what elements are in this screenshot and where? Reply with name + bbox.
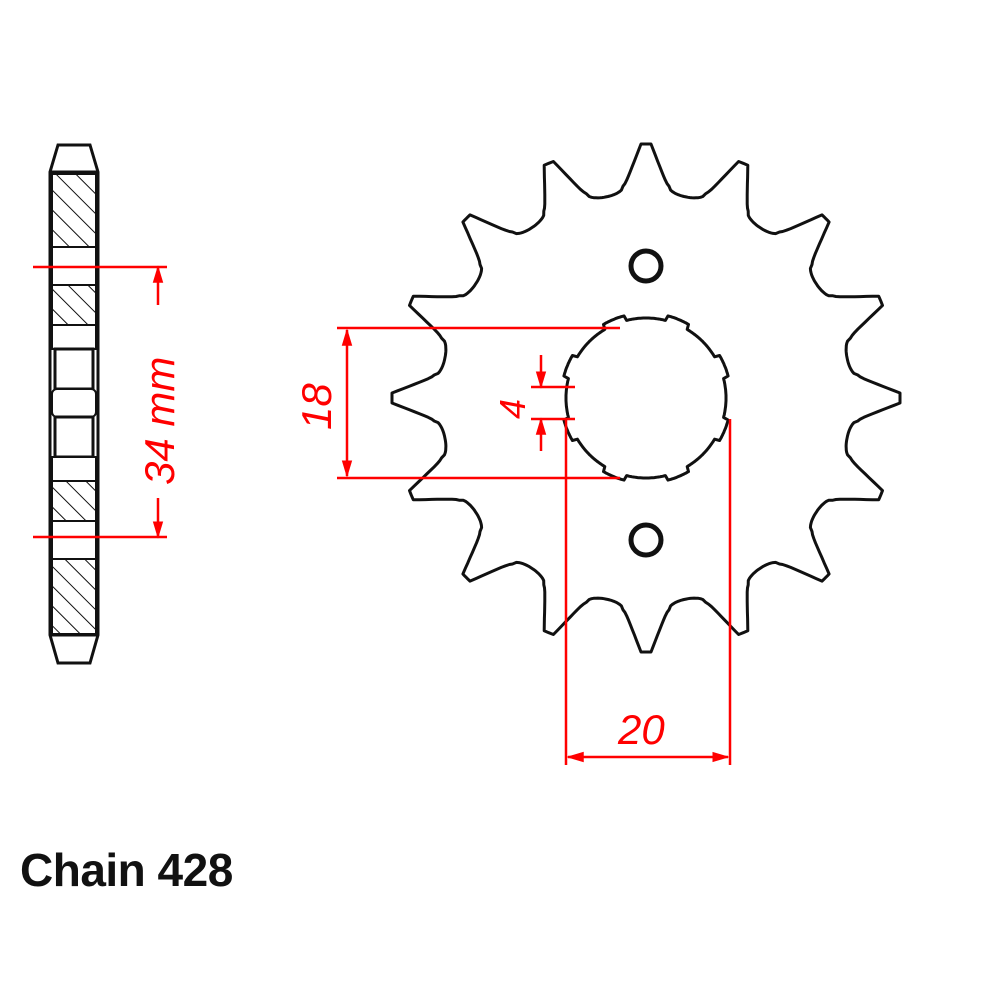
dimension-spline-height [337,326,620,480]
dimension-bolt-spacing [33,265,167,539]
hatched-section-2 [51,284,97,326]
hatched-section-1 [51,173,97,248]
side-view: 34 mm [33,143,183,665]
dimension-label-18: 18 [293,383,340,430]
bolt-hole-top [628,248,664,284]
dimension-label-20: 20 [617,706,665,753]
bolt-hole-bottom [628,522,664,558]
dimension-label-34mm: 34 mm [136,357,183,485]
splined-bore [562,314,730,482]
chain-size-caption: Chain 428 [20,844,233,896]
hatched-section-3 [51,480,97,522]
hatched-section-4 [51,558,97,635]
sprocket-front-view [390,142,902,654]
dimension-spline-width [531,355,575,451]
dimension-label-4: 4 [492,399,533,419]
dimension-bore-offset [564,419,732,765]
